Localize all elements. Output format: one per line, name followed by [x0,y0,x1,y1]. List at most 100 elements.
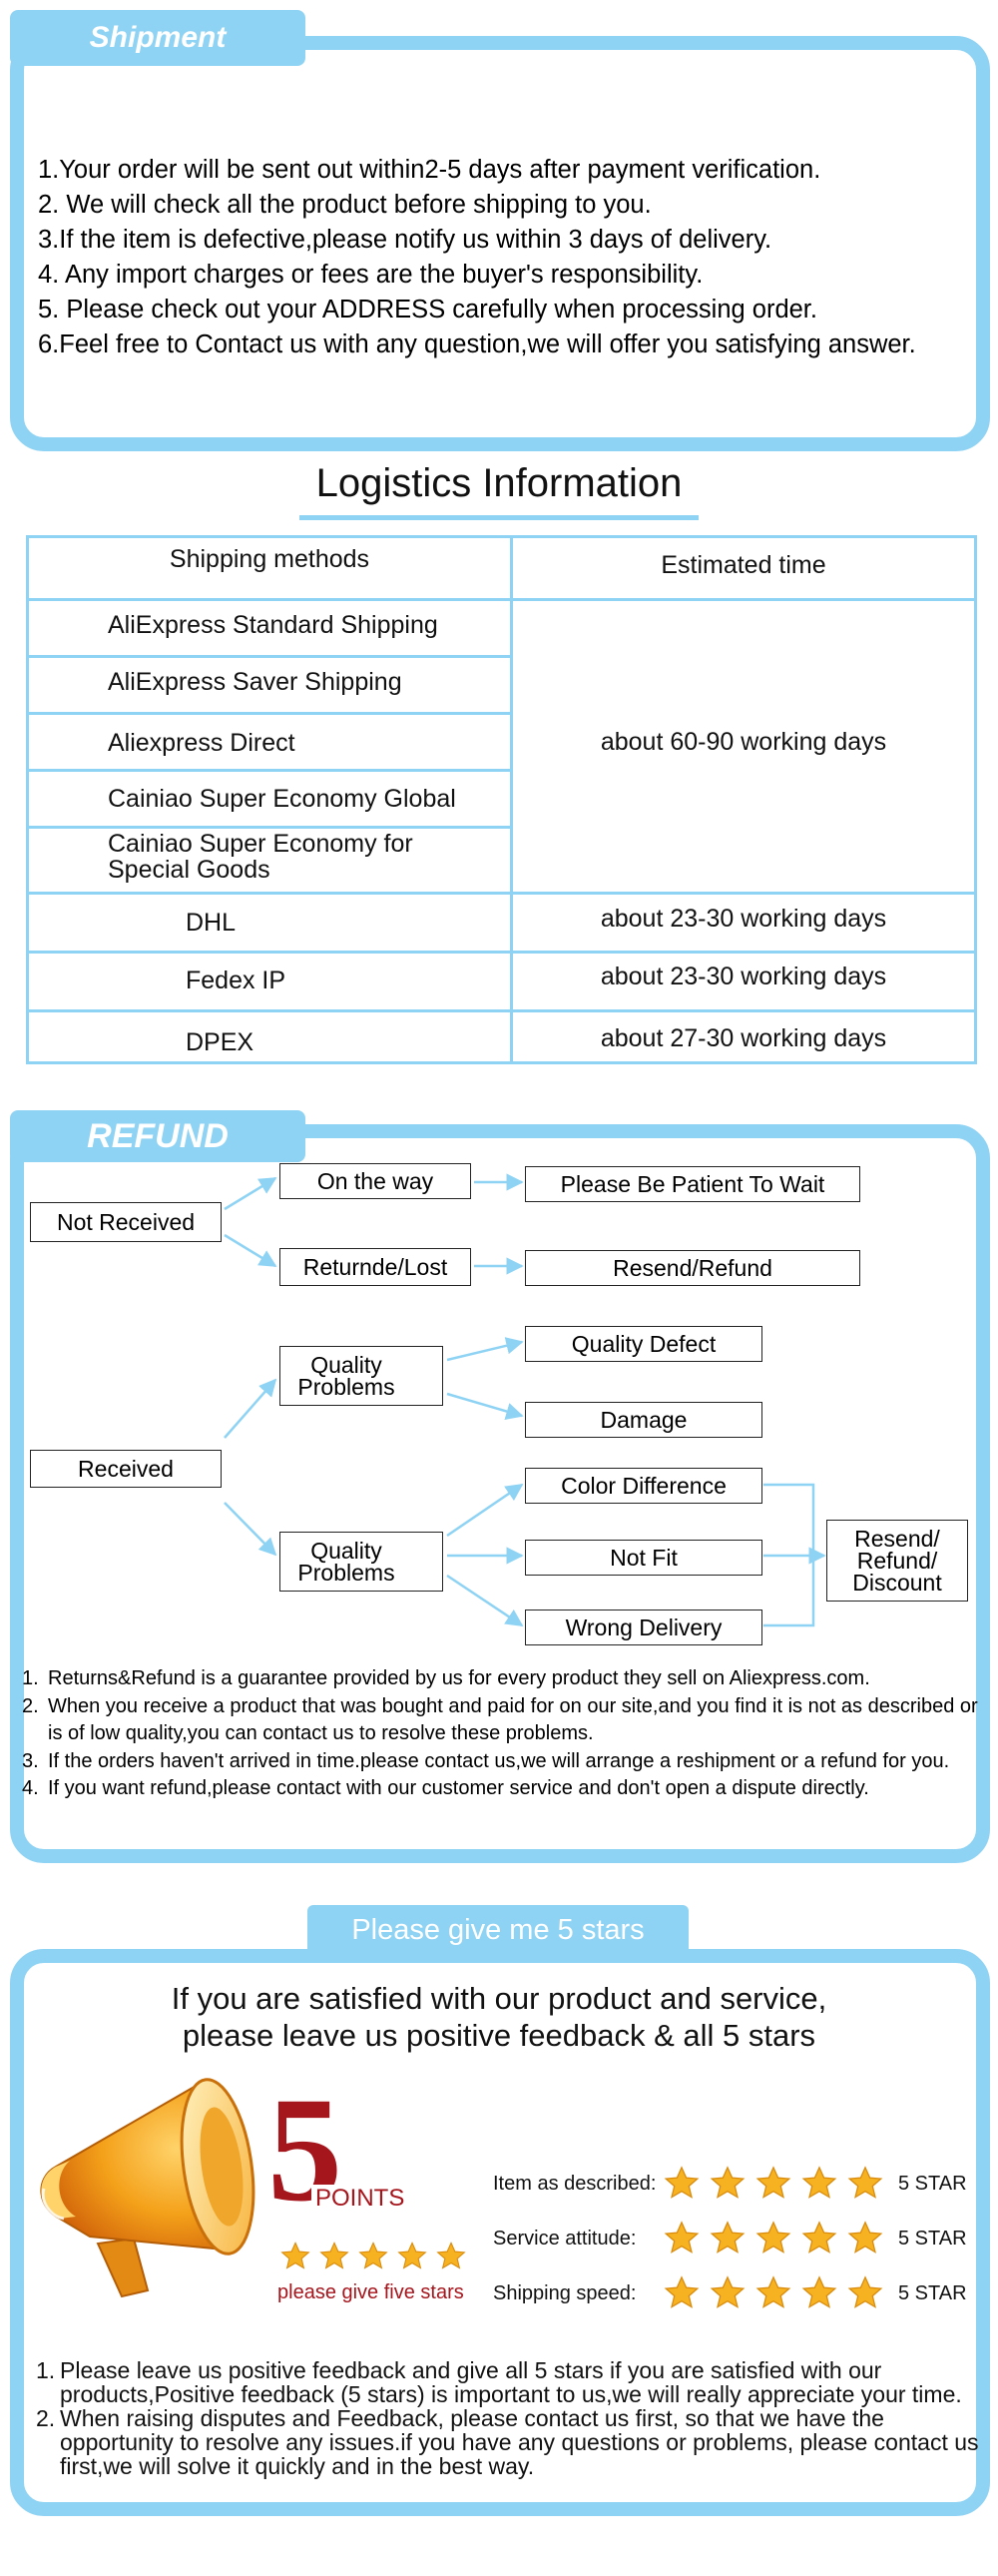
list-item: 3.If the orders haven't arrived in time.… [22,1749,950,1772]
feedback-tab-label: Please give me 5 stars [351,1914,645,1946]
star-icon [397,2242,427,2269]
method-cell: Aliexpress Direct [108,729,295,757]
star-icon [847,2166,883,2199]
returned-lost-box: Returnde/Lost [279,1248,471,1286]
star-icon [664,2275,700,2308]
table-rule [26,892,977,895]
star-icon [801,2166,837,2199]
megaphone-icon [40,2078,255,2298]
star-icon [710,2166,746,2199]
table-rule [26,598,977,601]
shipment-line: 1.Your order will be sent out within2-5 … [38,156,821,184]
shipment-tab-label: Shipment [89,21,227,54]
list-item: 1.Please leave us positive feedback and … [36,2357,962,2407]
logistics-table [26,535,977,1064]
table-rule [26,826,512,829]
logistics-title-underline [299,515,699,520]
feedback-title-line: If you are satisfied with our product an… [171,1981,827,2016]
star-icon [358,2242,388,2269]
feedback-tab: Please give me 5 stars [307,1905,689,1957]
points-stars [279,2239,489,2274]
table-rule [26,769,512,772]
grouped-time-cell: about 60-90 working days [600,728,887,756]
points-label: POINTS [311,2185,409,2213]
time-cell: about 23-30 working days [600,905,887,933]
list-item: 2.When you receive a product that was bo… [22,1694,978,1745]
feedback-title: If you are satisfied with our product an… [0,1980,998,2054]
method-cell: Cainiao Super Economy for Special Goods [108,830,413,884]
shipment-line: 4. Any import charges or fees are the bu… [38,261,704,289]
time-cell: about 23-30 working days [600,963,887,990]
shipment-line: 5. Please check out your ADDRESS careful… [38,296,817,323]
quality-problems-box: Quality Problems [279,1532,443,1592]
wrong-delivery-box: Wrong Delivery [525,1610,762,1645]
method-cell: Cainiao Super Economy Global [108,785,456,813]
star-icon [436,2242,466,2269]
arrow [446,1392,524,1420]
shipment-tab: Shipment [10,10,305,66]
quality-problems-box: Quality Problems [279,1346,443,1406]
star-icon [755,2275,791,2308]
shipment-terms: 1.Your order will be sent out within2-5 … [38,153,986,362]
star-icon [801,2221,837,2254]
method-cell: Fedex IP [186,966,286,994]
list-item: 4.If you want refund,please contact with… [22,1777,869,1799]
resolution-box: Resend/ Refund/ Discount [826,1520,968,1602]
star-icon [755,2221,791,2254]
refund-notes: 1.Returns&Refund is a guarantee provided… [22,1665,980,1803]
feedback-notes: 1.Please leave us positive feedback and … [36,2358,984,2478]
shipment-panel [10,36,990,451]
arrow [224,1176,277,1211]
rating-value: 5 STAR [898,2173,967,2195]
refund-tab-label: REFUND [87,1117,229,1155]
refund-tab: REFUND [10,1110,305,1162]
header-estimated-time: Estimated time [661,551,826,579]
please-wait-box: Please Be Patient To Wait [525,1166,860,1202]
on-the-way-box: On the way [279,1163,471,1199]
logistics-title: Logistics Information [315,461,683,505]
table-rule [26,1009,977,1012]
star-icon [664,2221,700,2254]
rating-label: Item as described: [493,2173,657,2195]
shipment-line: 6.Feel free to Contact us with any quest… [38,330,916,358]
rating-label: Shipping speed: [493,2282,637,2304]
arrow [446,1483,524,1538]
shipment-line: 3.If the item is defective,please notify… [38,226,772,254]
method-cell: DHL [186,909,237,937]
list-item: 2.When raising disputes and Feedback, pl… [36,2405,979,2479]
star-icon [847,2275,883,2308]
table-rule [26,712,512,715]
method-cell: AliExpress Saver Shipping [108,668,402,696]
rating-value: 5 STAR [898,2282,967,2304]
resend-refund-box: Resend/Refund [525,1250,860,1286]
arrow [446,1574,524,1627]
refund-flow-arrows [224,1173,826,1627]
star-icon [847,2221,883,2254]
star-icon [664,2166,700,2199]
arrow [224,1378,277,1439]
time-cell: about 27-30 working days [600,1024,887,1052]
arrow [446,1337,524,1362]
not-fit-box: Not Fit [525,1540,762,1576]
method-cell: AliExpress Standard Shipping [108,611,438,639]
rating-stars-row [663,2165,892,2203]
table-divider [510,535,513,1064]
star-icon [280,2242,310,2269]
method-cell: DPEX [186,1028,254,1056]
shipment-line: 2. We will check all the product before … [38,191,652,219]
damage-box: Damage [525,1402,762,1438]
feedback-title-line: please leave us positive feedback & all … [182,2018,816,2053]
star-icon [710,2275,746,2308]
table-rule [26,655,512,658]
received-box: Received [30,1450,222,1488]
rating-stars-row [663,2274,892,2312]
not-received-box: Not Received [30,1202,222,1242]
rating-stars-row [663,2220,892,2257]
star-icon [801,2275,837,2308]
rating-value: 5 STAR [898,2228,967,2250]
quality-defect-box: Quality Defect [525,1326,762,1362]
table-rule [26,951,977,954]
rating-label: Service attitude: [493,2228,637,2250]
star-icon [755,2166,791,2199]
points-subtitle: please give five stars [277,2281,464,2303]
